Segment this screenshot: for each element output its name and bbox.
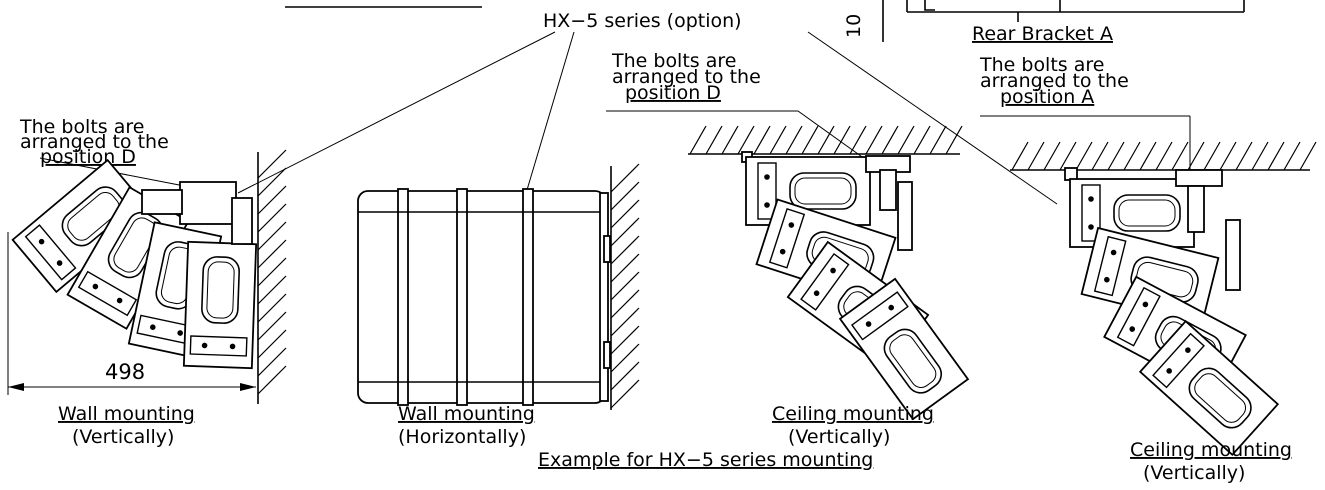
caption-wall-vertical-title: Wall mounting <box>58 403 195 425</box>
hatch-line <box>1107 141 1125 171</box>
hatch-line <box>1059 141 1077 171</box>
hatch-line <box>257 275 287 305</box>
rear-bracket-drawing <box>906 0 1245 22</box>
caption-wall-horizontal-title: Wall mounting <box>398 403 535 425</box>
hatch-line <box>721 125 739 155</box>
dimension-10-label: 10 <box>843 14 865 38</box>
hatch-line <box>833 125 851 155</box>
right-speaker-array <box>1064 167 1279 456</box>
hatch-line <box>1011 141 1029 171</box>
hatch-line <box>257 293 287 323</box>
hatch-line <box>257 221 287 251</box>
hatch-line <box>610 325 640 355</box>
left-wall <box>257 149 287 404</box>
hatch-line <box>1283 141 1301 171</box>
hatch-line <box>849 125 867 155</box>
hatch-line <box>897 125 915 155</box>
right-ceiling <box>1010 141 1317 171</box>
hatch-line <box>257 239 287 269</box>
hatch-line <box>1219 141 1237 171</box>
bolts-center-line3: position D <box>625 82 721 104</box>
hatch-line <box>769 125 787 155</box>
hatch-line <box>881 125 899 155</box>
hatch-line <box>610 379 640 409</box>
hatch-line <box>753 125 771 155</box>
bolts-right-line2: arranged to the <box>980 70 1129 92</box>
hatch-line <box>865 125 883 155</box>
hatch-line <box>610 253 640 283</box>
hatch-line <box>257 257 287 287</box>
hatch-line <box>913 125 931 155</box>
hatch-line <box>945 125 963 155</box>
hatch-line <box>610 271 640 301</box>
hatch-line <box>1267 141 1285 171</box>
hatch-line <box>610 289 640 319</box>
series-option-label: HX−5 series (option) <box>543 10 742 32</box>
hatch-line <box>610 235 640 265</box>
hatch-line <box>817 125 835 155</box>
hatch-line <box>610 361 640 391</box>
bolts-center-leader-diag <box>797 110 873 165</box>
hatch-line <box>1043 141 1061 171</box>
horizontal-speaker-array <box>357 188 611 406</box>
hatch-line <box>257 185 287 215</box>
middle-wall <box>610 163 640 410</box>
hatch-line <box>610 307 640 337</box>
caption-ceiling-center-title: Ceiling mounting <box>772 403 934 425</box>
caption-ceiling-right-sub: (Vertically) <box>1143 462 1245 484</box>
hatch-line <box>1171 141 1189 171</box>
hatch-line <box>610 181 640 211</box>
bolts-right-line1: The bolts are <box>979 54 1104 76</box>
hatch-line <box>737 125 755 155</box>
hatch-line <box>929 125 947 155</box>
hatch-line <box>1155 141 1173 171</box>
caption-wall-vertical-sub: (Vertically) <box>72 426 174 448</box>
hatch-line <box>1075 141 1093 171</box>
hatch-line <box>785 125 803 155</box>
hatch-line <box>610 343 640 373</box>
hatch-line <box>257 329 287 359</box>
bolts-left-line2: arranged to the <box>20 131 169 153</box>
caption-ceiling-right-title: Ceiling mounting <box>1130 439 1292 461</box>
hatch-line <box>610 163 640 193</box>
hatch-line <box>1139 141 1157 171</box>
hatch-line <box>1299 141 1317 171</box>
left-speaker-array <box>11 159 258 370</box>
series-leader-lines <box>237 31 1058 205</box>
hatch-line <box>257 365 287 395</box>
hatch-line <box>1203 141 1221 171</box>
hatch-line <box>257 167 287 197</box>
bolts-center-line2: arranged to the <box>612 66 761 88</box>
caption-ceiling-center-sub: (Vertically) <box>788 426 890 448</box>
hatch-line <box>1123 141 1141 171</box>
caption-wall-horizontal-sub: (Horizontally) <box>398 426 526 448</box>
center-ceiling <box>688 125 963 155</box>
hatch-line <box>705 125 723 155</box>
width-dimension-value: 498 <box>105 360 145 384</box>
hatch-line <box>610 217 640 247</box>
bolts-left-line1: The bolts are <box>19 116 144 138</box>
center-speaker-array <box>741 151 969 421</box>
width-dimension <box>7 232 256 395</box>
rear-bracket-label: Rear Bracket A <box>972 23 1113 45</box>
hatch-line <box>689 125 707 155</box>
hatch-line <box>1235 141 1253 171</box>
hatch-line <box>610 199 640 229</box>
caption-example: Example for HX−5 series mounting <box>538 449 873 471</box>
hatch-line <box>1251 141 1269 171</box>
hatch-line <box>1091 141 1109 171</box>
hatch-line <box>257 203 287 233</box>
hatch-line <box>1027 141 1045 171</box>
bolts-center-line1: The bolts are <box>611 50 736 72</box>
hatch-line <box>801 125 819 155</box>
hatch-line <box>257 311 287 341</box>
bolts-left-line3: position D <box>40 146 136 168</box>
hatch-line <box>257 149 287 179</box>
bolts-right-line3: position A <box>1000 86 1094 108</box>
hatch-line <box>257 347 287 377</box>
hatch-line <box>1187 141 1205 171</box>
